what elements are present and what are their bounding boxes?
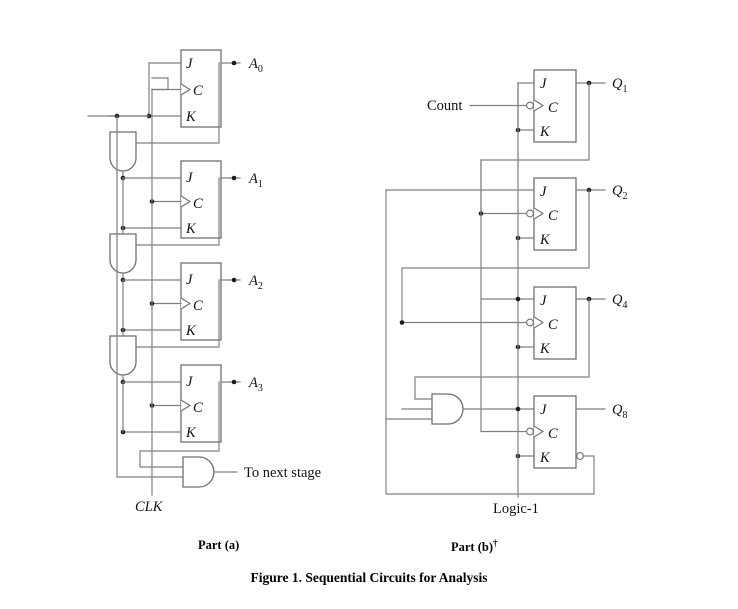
wire-q4-to-and <box>414 298 590 400</box>
ff-a3-pin-k: K <box>185 425 197 441</box>
junction-a2-out <box>231 277 237 283</box>
and-a-out <box>182 456 215 488</box>
and-a-3-body <box>109 335 137 376</box>
and-a-2 <box>109 233 137 274</box>
label-q8: Q8 <box>612 402 627 421</box>
ff-a0-pin-k: K <box>185 109 197 125</box>
ff-q4-pin-c: C <box>548 317 558 333</box>
ff-a1-pin-k: K <box>185 221 197 237</box>
label-to-next-stage: To next stage <box>244 465 321 481</box>
part-a-circuit: J C K A0 <box>87 49 321 515</box>
and-a-1-body <box>109 131 137 172</box>
ff-a0-pin-j: J <box>186 56 193 72</box>
label-clk: CLK <box>135 499 164 515</box>
ff-a2-pin-c: C <box>193 298 203 314</box>
label-q1: Q1 <box>612 76 627 95</box>
ff-q2: J C K <box>526 177 577 251</box>
and-a-out-body <box>182 456 215 488</box>
and-a-1 <box>109 131 137 172</box>
ff-q8: J C K <box>526 395 584 469</box>
ff-a3-pin-j: J <box>186 374 193 390</box>
and-b-1 <box>431 393 464 425</box>
ff-a0: J C K <box>180 49 222 128</box>
part-b-circuit: J C K Count Q1 J C K <box>385 69 627 517</box>
wire-q8-qbar-feedback <box>385 189 595 495</box>
ff-q1-body <box>533 69 577 143</box>
ff-q2-clock-inversion-bubble-icon <box>526 209 534 218</box>
and-a-3 <box>109 335 137 376</box>
part-b-caption: Part (b)† <box>451 538 498 555</box>
ff-a1-pin-j: J <box>186 170 193 186</box>
ff-q1-pin-k: K <box>539 124 551 140</box>
ff-q8-clock-triangle-icon <box>533 425 545 438</box>
ff-q4-clock-triangle-icon <box>533 316 545 329</box>
ff-a3: J C K <box>180 364 222 443</box>
ff-a1: J C K <box>180 160 222 239</box>
junction-q4-clk <box>399 320 405 325</box>
circuit-diagram-canvas: J C K A0 <box>87 49 627 517</box>
wire-q2-to-q4-clk <box>401 189 590 323</box>
ff-q1-clock-triangle-icon <box>533 99 545 112</box>
label-a3: A3 <box>248 375 263 394</box>
ff-a0-pin-c: C <box>193 83 203 99</box>
ff-a2-pin-k: K <box>185 323 197 339</box>
wire-a3-feedback-to-and <box>139 381 220 468</box>
ff-q8-pin-c: C <box>548 426 558 442</box>
label-count: Count <box>427 98 462 114</box>
ff-q2-pin-c: C <box>548 208 558 224</box>
junction-q4-j <box>515 296 521 302</box>
ff-q8-clock-inversion-bubble-icon <box>526 427 534 436</box>
junction-a3-out <box>231 379 237 385</box>
ff-a2-pin-j: J <box>186 272 193 288</box>
ff-q1-pin-c: C <box>548 100 558 116</box>
label-logic-one: Logic-1 <box>493 501 539 517</box>
ff-q4: J C K <box>526 286 577 360</box>
ff-a2-clock-triangle-icon <box>180 297 192 310</box>
ff-q1: J C K <box>526 69 577 143</box>
junction-a0-out <box>231 60 237 66</box>
ff-a2: J C K <box>180 262 222 341</box>
label-a1: A1 <box>248 171 263 190</box>
ff-q4-clock-inversion-bubble-icon <box>526 318 534 327</box>
ff-a1-pin-c: C <box>193 196 203 212</box>
label-q4: Q4 <box>612 292 627 311</box>
label-a2: A2 <box>248 273 263 292</box>
ff-q1-clock-inversion-bubble-icon <box>526 101 534 110</box>
ff-q8-inverted-output-bubble-icon <box>576 452 584 460</box>
junction-q8-j <box>515 406 521 412</box>
label-a0: A0 <box>248 56 263 75</box>
and-b-1-body <box>431 393 464 425</box>
ff-q4-pin-k: K <box>539 341 551 357</box>
part-a-caption: Part (a) <box>198 538 240 552</box>
ff-q1-pin-j: J <box>540 76 547 92</box>
ff-q4-pin-j: J <box>540 293 547 309</box>
label-q2: Q2 <box>612 183 627 202</box>
figure-caption: Figure 1. Sequential Circuits for Analys… <box>250 570 488 585</box>
ff-q2-pin-k: K <box>539 232 551 248</box>
ff-a3-pin-c: C <box>193 400 203 416</box>
ff-q2-clock-triangle-icon <box>533 207 545 220</box>
wire-clk-top-hook <box>151 77 169 91</box>
ff-a3-clock-triangle-icon <box>180 399 192 412</box>
ff-a0-clock-triangle-icon <box>180 83 192 96</box>
ff-q8-pin-k: K <box>539 450 551 466</box>
junction-a1-out <box>231 175 237 181</box>
ff-q2-pin-j: J <box>540 184 547 200</box>
ff-a1-clock-triangle-icon <box>180 195 192 208</box>
ff-q8-pin-j: J <box>540 402 547 418</box>
and-a-2-body <box>109 233 137 274</box>
wire-rail-left-3 <box>116 335 184 478</box>
